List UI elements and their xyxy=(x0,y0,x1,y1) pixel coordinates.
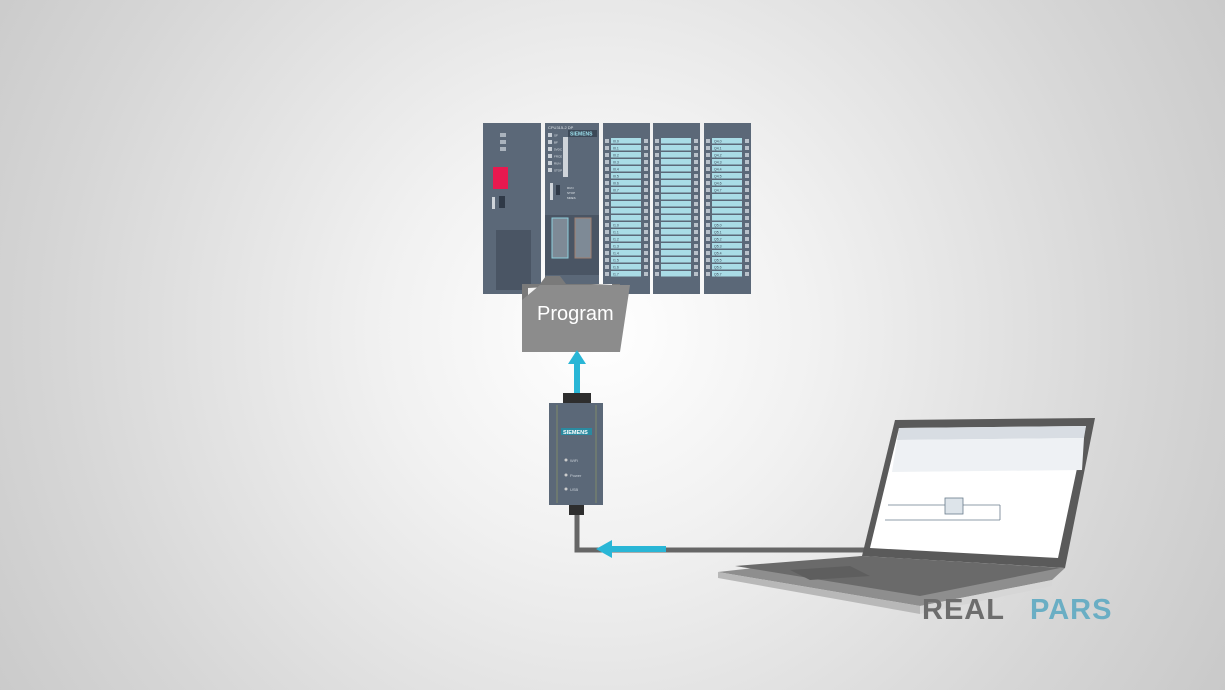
io-channel-label: Q4.4 xyxy=(714,168,722,172)
upload-arrow-icon xyxy=(568,350,586,396)
io-channel-label: I1.4 xyxy=(613,252,619,256)
program-folder-icon: Program xyxy=(522,276,630,352)
cpu-led xyxy=(548,161,552,165)
cpu-led xyxy=(548,147,552,151)
cpu-led xyxy=(548,154,552,158)
io-channel-label: Q5.7 xyxy=(714,273,722,277)
io-channel-label: I0.4 xyxy=(613,168,619,172)
io-channel-label: I0.1 xyxy=(613,147,619,151)
io-channel-label: I1.6 xyxy=(613,266,619,270)
usb-indicator: USB xyxy=(570,487,579,492)
cpu-led-label: BF xyxy=(554,141,558,145)
io-channel-label: I0.3 xyxy=(613,161,619,165)
io-channel-label: Q5.4 xyxy=(714,252,722,256)
cpu-led-label: STOP xyxy=(554,169,562,173)
io-channel-label: Q5.5 xyxy=(714,259,722,263)
realpars-logo: REAL PARS xyxy=(922,594,1112,626)
io-channel-label: Q5.3 xyxy=(714,245,722,249)
io-channel-label: I1.2 xyxy=(613,238,619,242)
io-channel-label: I0.6 xyxy=(613,182,619,186)
mode-label: MRES xyxy=(567,196,576,200)
io-channel-label: I0.2 xyxy=(613,154,619,158)
cpu-led-label: SF xyxy=(554,134,558,138)
io-channel-label: Q4.7 xyxy=(714,189,722,193)
io-channel-label: Q5.2 xyxy=(714,238,722,242)
io-channel-label: I1.1 xyxy=(613,231,619,235)
cpu-led xyxy=(548,140,552,144)
adapter-brand: SIEMENS xyxy=(563,430,588,436)
plc-rack: CPU315-2 DP SIEMENS SFBF5VDCFRCERUNSTOPR… xyxy=(483,123,751,294)
io-channel-label: I0.0 xyxy=(613,140,619,144)
io-channel-label: Q5.1 xyxy=(714,231,722,235)
mode-label: STOP xyxy=(567,191,575,195)
io-module xyxy=(653,123,700,294)
cpu-led xyxy=(548,133,552,137)
usb-programming-adapter: SIEMENS WiFi Power USB xyxy=(549,393,603,515)
power-indicator: Power xyxy=(570,473,582,478)
io-channel-label: I1.5 xyxy=(613,259,619,263)
io-channel-label: I0.5 xyxy=(613,175,619,179)
cpu-led xyxy=(548,168,552,172)
io-channel-label: Q4.3 xyxy=(714,161,722,165)
io-channel-label: I1.0 xyxy=(613,224,619,228)
io-channel-label: Q5.0 xyxy=(714,224,722,228)
siemens-logo: SIEMENS xyxy=(570,132,593,138)
cpu-led-label: RUN xyxy=(554,162,561,166)
folder-label: Program xyxy=(537,303,614,325)
laptop xyxy=(718,418,1095,614)
io-channel-label: Q4.6 xyxy=(714,182,722,186)
wifi-indicator: WiFi xyxy=(570,458,578,463)
data-flow-arrow-icon xyxy=(596,540,666,558)
voltage-selector-indicator xyxy=(493,167,508,189)
io-module: Q4.0Q4.1Q4.2Q4.3Q4.4Q4.5Q4.6Q4.7Q5.0Q5.1… xyxy=(704,123,751,294)
logo-text-pars: PARS xyxy=(1030,594,1112,626)
io-channel-label: Q4.1 xyxy=(714,147,722,151)
logo-text-real: REAL xyxy=(922,594,1005,626)
io-channel-label: I1.7 xyxy=(613,273,619,277)
usb-cable xyxy=(574,506,872,553)
cpu-module: CPU315-2 DP SIEMENS SFBF5VDCFRCERUNSTOPR… xyxy=(545,123,599,294)
cpu-model-label: CPU315-2 DP xyxy=(548,125,574,130)
mode-label: RUN xyxy=(567,186,574,190)
cpu-led-label: FRCE xyxy=(554,155,562,159)
cpu-led-label: 5VDC xyxy=(554,148,563,152)
io-channel-label: I1.3 xyxy=(613,245,619,249)
io-channel-label: Q5.6 xyxy=(714,266,722,270)
io-module: I0.0I0.1I0.2I0.3I0.4I0.5I0.6I0.7I1.0I1.1… xyxy=(603,123,650,294)
io-channel-label: Q4.5 xyxy=(714,175,722,179)
io-channel-label: Q4.0 xyxy=(714,140,722,144)
power-supply-module xyxy=(483,123,541,294)
io-channel-label: I0.7 xyxy=(613,189,619,193)
io-channel-label: Q4.2 xyxy=(714,154,722,158)
